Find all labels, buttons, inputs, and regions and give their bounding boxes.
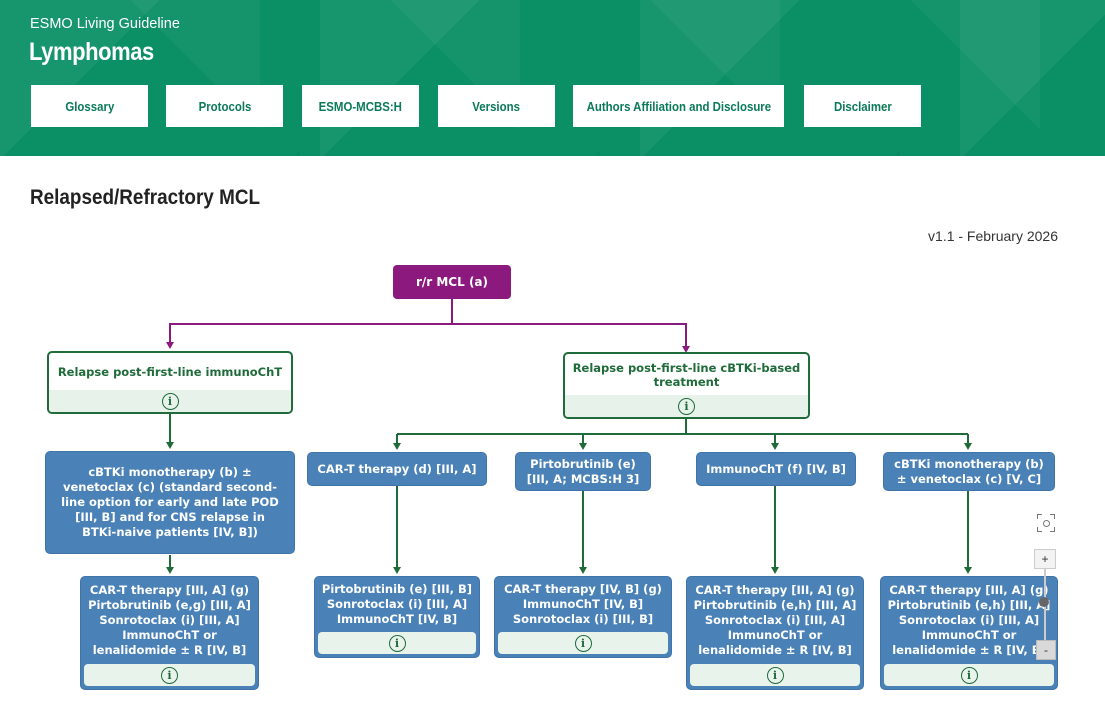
next-line-item: Pirtobrutinib (e,h) [III, A] (887, 598, 1051, 612)
next-line-item: CAR-T therapy [IV, B] (g) (504, 582, 662, 596)
arrow-head (771, 567, 779, 574)
version-label: v1.1 - February 2026 (928, 228, 1058, 244)
nav-label: ESMO-MCBS:H (318, 98, 403, 114)
nav-disclaimer-button[interactable]: Disclaimer (804, 85, 921, 127)
next-line-list: CAR-T therapy [IV, B] (g) ImmunoChT [IV,… (495, 577, 671, 632)
next-line-item: lenalidomide ± R [IV, B] (892, 643, 1046, 657)
zoom-out-button[interactable]: - (1036, 640, 1056, 660)
next-line-item: lenalidomide ± R [IV, B] (92, 643, 247, 657)
info-bar[interactable]: i (84, 664, 255, 686)
info-bar[interactable]: i (49, 390, 291, 412)
next-line-list: CAR-T therapy [III, A] (g) Pirtobrutinib… (881, 577, 1057, 664)
next-line-node[interactable]: CAR-T therapy [III, A] (g) Pirtobrutinib… (80, 576, 259, 690)
guideline-title: Lymphomas (29, 38, 154, 66)
nav-versions-button[interactable]: Versions (438, 85, 555, 127)
next-line-item: CAR-T therapy [III, A] (g) (89, 583, 250, 597)
arrow-head (166, 567, 174, 574)
root-node-label: r/r MCL (a) (415, 275, 489, 289)
treatment-option-node[interactable]: CAR-T therapy (d) [III, A] (307, 452, 487, 486)
next-line-list: CAR-T therapy [III, A] (g) Pirtobrutinib… (687, 577, 863, 664)
zoom-slider-handle[interactable] (1039, 597, 1049, 607)
next-line-list: CAR-T therapy [III, A] (g) Pirtobrutinib… (81, 577, 258, 664)
treatment-option-label: Pirtobrutinib (e) [III, A; MCBS:H 3] (526, 456, 640, 486)
info-icon[interactable]: i (161, 666, 178, 684)
nav-authors-disclosure-button[interactable]: Authors Affiliation and Disclosure (573, 85, 784, 127)
next-line-item: Sonrotoclax (i) [III, A] (99, 613, 240, 627)
info-bar[interactable]: i (690, 664, 860, 686)
treatment-option-node[interactable]: Pirtobrutinib (e) [III, A; MCBS:H 3] (515, 452, 651, 491)
treatment-option-node[interactable]: ImmunoChT (f) [IV, B] (696, 452, 856, 486)
arrow-head (579, 443, 587, 450)
info-bar[interactable]: i (565, 395, 808, 417)
info-bar[interactable]: i (884, 664, 1054, 686)
nav-protocols-button[interactable]: Protocols (166, 85, 283, 127)
guideline-subtitle: ESMO Living Guideline (30, 16, 180, 32)
treatment-option-label: ImmunoChT (f) [IV, B] (706, 461, 846, 476)
arrow-head (964, 567, 972, 574)
next-line-node[interactable]: CAR-T therapy [III, A] (g) Pirtobrutinib… (686, 576, 864, 690)
next-line-item: ImmunoChT [IV, B] (336, 612, 458, 626)
next-line-list: Pirtobrutinib (e) [III, B] Sonrotoclax (… (315, 577, 479, 632)
connector-root-right (452, 323, 687, 347)
treatment-option-label: CAR-T therapy (d) [III, A] (317, 461, 477, 476)
info-bar[interactable]: i (318, 632, 476, 654)
arrow-head (771, 443, 779, 450)
next-line-item: Sonrotoclax (i) [III, B] (512, 612, 654, 626)
next-line-item: Pirtobrutinib (e,g) [III, A] (88, 598, 251, 612)
info-icon[interactable]: i (161, 392, 179, 410)
info-icon[interactable]: i (388, 634, 406, 652)
treatment-option-node[interactable]: cBTKi monotherapy (b) ± venetoclax (c) [… (883, 452, 1055, 491)
connector-root-left (169, 323, 452, 343)
next-line-item: Pirtobrutinib (e,h) [III, A] (693, 598, 857, 612)
next-line-item: Sonrotoclax (i) [III, A] (898, 613, 1040, 627)
next-line-item: ImmunoChT [IV, B] (522, 597, 644, 611)
next-line-node[interactable]: Pirtobrutinib (e) [III, B] Sonrotoclax (… (314, 576, 480, 658)
info-icon[interactable]: i (766, 666, 784, 684)
next-line-item: lenalidomide ± R [IV, B] (698, 643, 852, 657)
info-bar[interactable]: i (498, 632, 668, 654)
root-node[interactable]: r/r MCL (a) (393, 265, 511, 299)
branch-node-immunocht[interactable]: Relapse post-first-line immunoChT i (47, 351, 293, 414)
next-line-item: ImmunoChT or (921, 628, 1017, 642)
arrow-head (579, 567, 587, 574)
next-line-node[interactable]: CAR-T therapy [IV, B] (g) ImmunoChT [IV,… (494, 576, 672, 658)
arrow-head (166, 342, 174, 349)
nav-label: Disclaimer (833, 98, 892, 114)
arrow-head (964, 443, 972, 450)
zoom-in-button[interactable]: + (1034, 549, 1056, 569)
nav-label: Glossary (65, 98, 114, 114)
nav-label: Authors Affiliation and Disclosure (586, 98, 771, 114)
info-icon[interactable]: i (678, 397, 695, 415)
next-line-item: ImmunoChT or (122, 628, 217, 642)
treatment-option-node[interactable]: cBTKi monotherapy (b) ± venetoclax (c) (… (45, 451, 295, 554)
info-icon[interactable]: i (574, 634, 592, 652)
next-line-node[interactable]: CAR-T therapy [III, A] (g) Pirtobrutinib… (880, 576, 1058, 690)
treatment-option-label: cBTKi monotherapy (b) ± venetoclax (c) (… (61, 465, 279, 539)
branch-label: Relapse post-first-line cBTKi-based trea… (572, 360, 801, 389)
next-line-item: CAR-T therapy [III, A] (g) (695, 583, 855, 597)
page-title: Relapsed/Refractory MCL (30, 186, 261, 209)
treatment-option-label: cBTKi monotherapy (b) ± venetoclax (c) [… (894, 456, 1044, 486)
arrow-head (393, 443, 401, 450)
site-header: ESMO Living Guideline Lymphomas Glossary… (0, 0, 1105, 156)
next-line-item: Sonrotoclax (i) [III, A] (704, 613, 846, 627)
nav-label: Protocols (198, 98, 251, 114)
nav-label: Versions (472, 98, 521, 114)
branch-node-cbtki[interactable]: Relapse post-first-line cBTKi-based trea… (563, 352, 810, 419)
next-line-item: ImmunoChT or (727, 628, 823, 642)
fit-view-icon[interactable] (1037, 514, 1055, 532)
branch-label: Relapse post-first-line immunoChT (57, 364, 283, 379)
arrow-head (393, 567, 401, 574)
nav-esmo-mcbs-button[interactable]: ESMO-MCBS:H (302, 85, 419, 127)
next-line-item: Pirtobrutinib (e) [III, B] (321, 582, 473, 596)
next-line-item: CAR-T therapy [III, A] (g) (889, 583, 1049, 597)
arrow-head (166, 442, 174, 449)
next-line-item: Sonrotoclax (i) [III, A] (326, 597, 468, 611)
nav-glossary-button[interactable]: Glossary (31, 85, 148, 127)
info-icon[interactable]: i (960, 666, 978, 684)
